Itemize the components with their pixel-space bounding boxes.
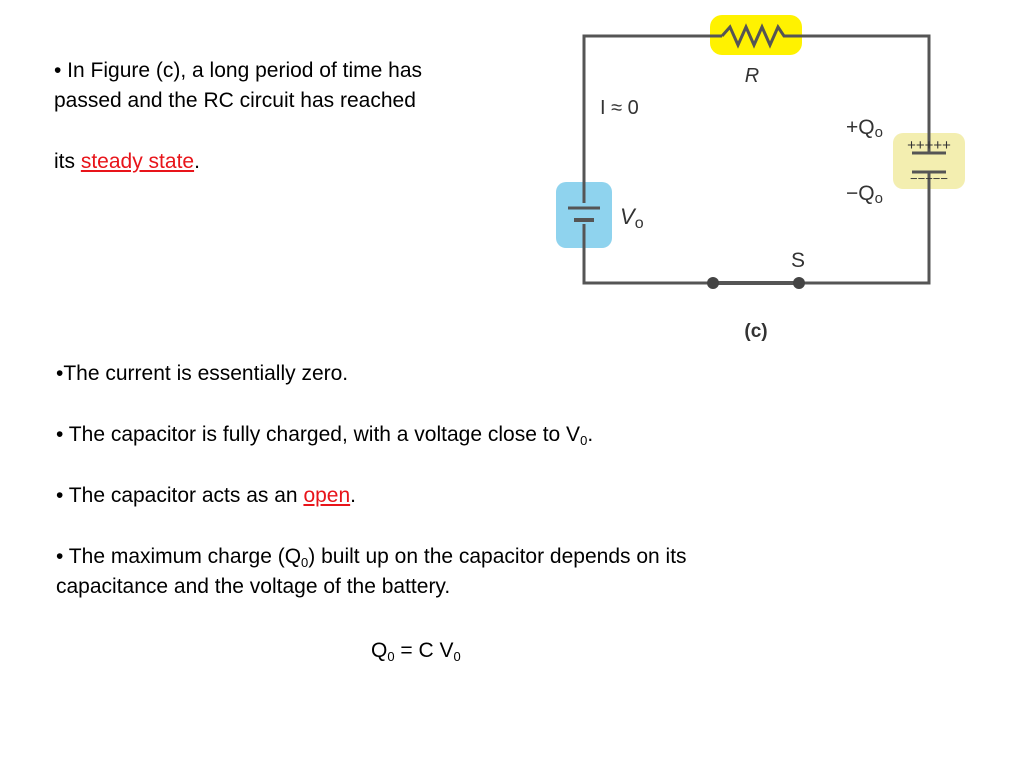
battery-highlight: [556, 182, 612, 248]
intro-line-1: • In Figure (c), a long period of time h…: [54, 59, 423, 82]
figure-label: (c): [744, 321, 767, 342]
capacitor-minus-signs: −−−−−: [910, 171, 948, 186]
bullet-fully-charged: • The capacitor is fully charged, with a…: [56, 423, 594, 448]
current-label: I ≈ 0: [600, 97, 639, 119]
bullet-acts-as-open: • The capacitor acts as an open.: [56, 484, 356, 507]
resistor-highlight: [710, 15, 802, 55]
capacitor-plus-signs: +++++: [907, 137, 951, 154]
resistor-symbol: [720, 23, 790, 49]
bullet-max-charge-line-2: capacitance and the voltage of the batte…: [56, 575, 451, 598]
switch-contact-right: [793, 277, 805, 289]
intro-suffix: .: [194, 150, 200, 173]
intro-line-2: passed and the RC circuit has reached: [54, 89, 416, 112]
capacitor-highlight: [893, 133, 965, 189]
open-link[interactable]: open: [303, 484, 351, 507]
plus-charge-label: +Qo: [846, 116, 883, 141]
circuit-wires: [582, 34, 931, 285]
bullet-max-charge-line-1: • The maximum charge (Q0) built up on th…: [56, 545, 687, 570]
minus-charge-label: −Qo: [846, 182, 883, 207]
switch-label: S: [791, 249, 805, 272]
rc-circuit-figure: R I ≈ 0 +Qo −Qo +++++ −−−−− Vo S (c): [556, 15, 965, 342]
steady-state-link[interactable]: steady state: [80, 150, 195, 173]
bullet-current-zero: •The current is essentially zero.: [56, 362, 349, 385]
intro-prefix: its: [54, 150, 81, 173]
charge-equation: Q0 = C V0: [371, 639, 461, 664]
intro-line-3: its steady state.: [54, 147, 200, 177]
resistor-label: R: [745, 65, 759, 87]
switch-contact-left: [707, 277, 719, 289]
battery-label: Vo: [620, 204, 644, 232]
